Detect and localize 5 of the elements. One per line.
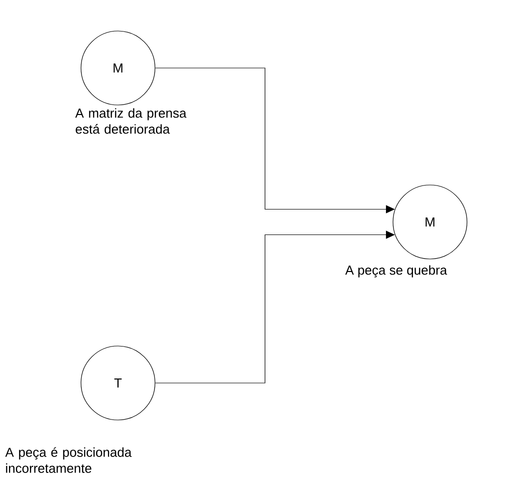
arrow — [155, 68, 395, 214]
arrow — [155, 230, 395, 384]
event-caption: A peça é posicionada incorretamente — [5, 447, 132, 473]
event-caption: A peça se quebra — [345, 265, 448, 278]
event-caption: A matriz da prensa está deteriorada — [75, 108, 186, 134]
